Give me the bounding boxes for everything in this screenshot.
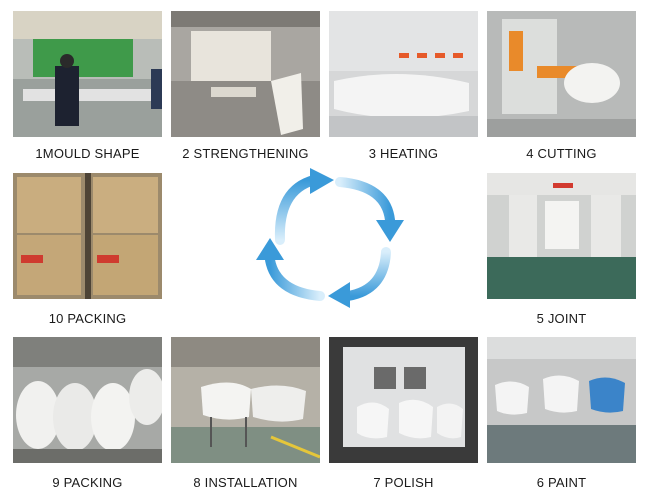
- arrow-right: [335, 177, 395, 225]
- photo-installation: [171, 337, 320, 463]
- caption-step-9: 9 PACKING: [52, 475, 123, 490]
- photo-packing-boxes: [13, 173, 162, 299]
- photo-mould-shape: [13, 11, 162, 137]
- caption-step-2: 2 STRENGTHENING: [182, 146, 309, 161]
- caption-step-7: 7 POLISH: [373, 475, 434, 490]
- caption-step-1: 1MOULD SHAPE: [35, 146, 140, 161]
- cycle-arrows: [256, 168, 404, 308]
- caption-step-10: 10 PACKING: [48, 311, 127, 326]
- photo-strengthening: [171, 11, 320, 137]
- arrow-bottom: [343, 247, 391, 301]
- photo-joint: [487, 173, 636, 299]
- caption-step-8: 8 INSTALLATION: [193, 475, 298, 490]
- caption-step-5: 5 JOINT: [536, 311, 587, 326]
- photo-cutting: [487, 11, 636, 137]
- photo-packing-wrapped: [13, 337, 162, 463]
- photo-heating: [329, 11, 478, 137]
- photo-paint: [487, 337, 636, 463]
- caption-step-4: 4 CUTTING: [526, 146, 597, 161]
- arrow-top: [274, 175, 319, 245]
- caption-step-6: 6 PAINT: [536, 475, 587, 490]
- photo-polish: [329, 337, 478, 463]
- caption-step-3: 3 HEATING: [368, 146, 439, 161]
- arrow-left: [265, 255, 325, 301]
